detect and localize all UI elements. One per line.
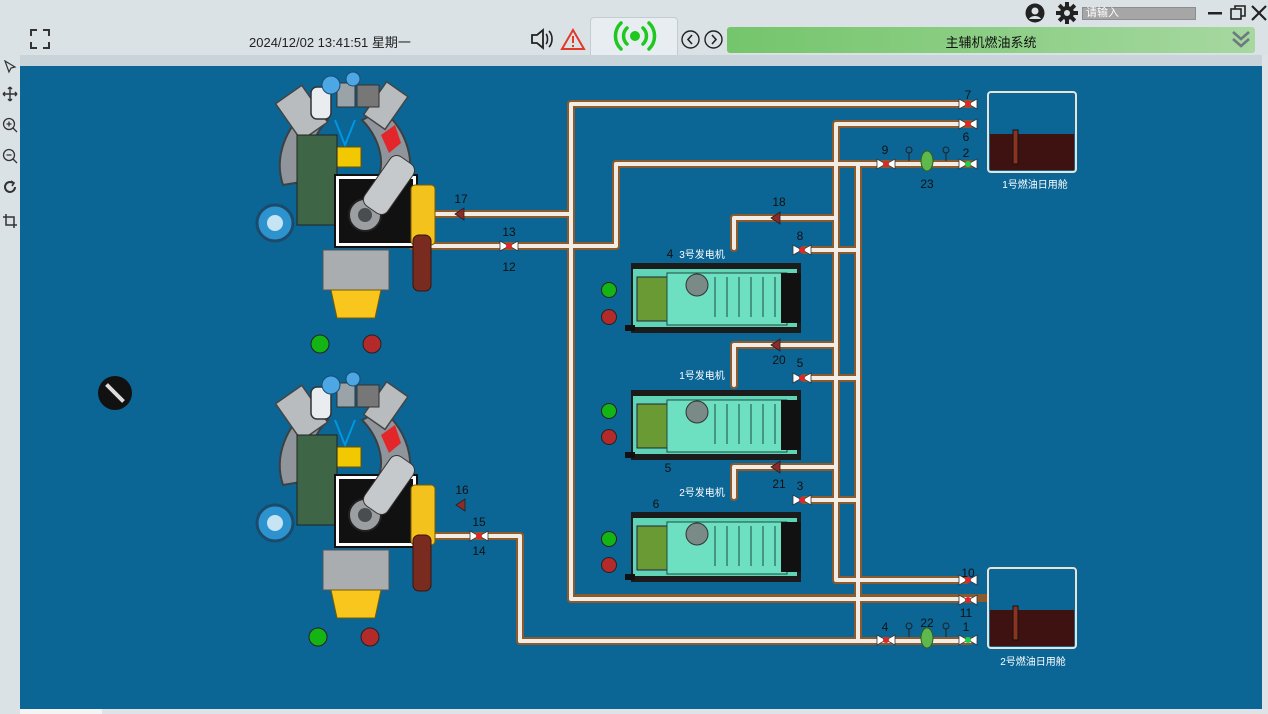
fuel-system-diagram-canvas — [20, 66, 1262, 709]
pointer-icon[interactable] — [3, 60, 17, 74]
gear-icon[interactable] — [1056, 2, 1078, 24]
page-title-bar: 主辅机燃油系统 — [727, 27, 1255, 53]
page-title: 主辅机燃油系统 — [945, 35, 1037, 50]
zoom-out-icon[interactable] — [2, 148, 18, 164]
left-toolbar — [0, 55, 20, 714]
signal-icon — [613, 21, 657, 51]
user-icon[interactable] — [1025, 3, 1045, 23]
rotate-icon[interactable] — [2, 179, 18, 195]
datetime-display: 2024/12/02 13:41:51 星期一 — [249, 35, 411, 50]
zoom-in-icon[interactable] — [2, 117, 18, 133]
rotary-dial-icon[interactable] — [98, 376, 132, 410]
speaker-icon[interactable] — [530, 28, 554, 50]
double-chevron-down-icon[interactable] — [1230, 29, 1252, 49]
fullscreen-icon[interactable] — [30, 29, 50, 49]
minimize-icon[interactable] — [1206, 5, 1224, 21]
horizontal-scrollbar[interactable] — [20, 709, 102, 714]
canvas-header-stripe — [20, 55, 1262, 66]
restore-icon[interactable] — [1229, 4, 1247, 22]
chevron-left-icon[interactable] — [681, 30, 700, 49]
crop-icon[interactable] — [2, 213, 18, 229]
chevron-right-icon[interactable] — [704, 30, 723, 49]
close-icon[interactable] — [1250, 4, 1268, 22]
search-input[interactable]: 请输入 — [1082, 7, 1196, 20]
move-icon[interactable] — [2, 86, 18, 102]
warning-triangle-icon[interactable] — [560, 28, 586, 51]
